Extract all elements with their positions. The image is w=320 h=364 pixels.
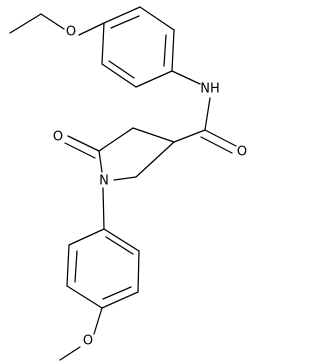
bond-lactam-o-b	[64, 142, 96, 159]
bond-n-aryl	[102, 187, 105, 230]
bond-ring-bot-3	[66, 285, 103, 309]
ether-oxygen-top-label: O	[66, 25, 76, 40]
bond-c5-n	[98, 150, 103, 173]
bond-ring-top-6	[101, 22, 105, 65]
lactam-carbonyl-oxygen-label: O	[53, 130, 63, 145]
bond-ring-top-1	[103, 6, 141, 24]
methoxy-oxygen-label: O	[83, 334, 93, 349]
amide-group	[171, 70, 237, 154]
bond-ring-top-3	[171, 29, 175, 72]
pyrrolidine-nitrogen-text: N	[99, 174, 109, 189]
amide-carbonyl-oxygen-label: O	[237, 145, 247, 160]
bond-ring-o-methoxy	[93, 307, 103, 335]
bond-lactam-o-a	[67, 135, 100, 152]
bond-ring-top-inner-1	[110, 15, 140, 29]
bond-carbonyl-o-a	[204, 129, 237, 147]
bond-ring-bot-5	[137, 250, 140, 293]
ether-oxygen-top-text: O	[66, 25, 76, 40]
bond-ring-top-4	[135, 70, 173, 88]
pyrrolidine-nitrogen-label: N	[99, 174, 109, 189]
phenyl-ring-top	[101, 6, 175, 88]
bond-ring-bot-inner-2	[102, 286, 132, 300]
bond-ch2-o	[40, 13, 65, 30]
amide-carbonyl-oxygen-text: O	[237, 145, 247, 160]
bond-ring-bot-inner-1	[74, 250, 78, 283]
structure-diagram: O NH O O N O	[9, 6, 247, 361]
bond-n-c2	[113, 176, 137, 181]
bond-c3-c4	[132, 127, 175, 143]
bond-ring-top-inner-2	[163, 34, 167, 67]
lactam-carbonyl-oxygen-text: O	[53, 130, 63, 145]
amide-nitrogen-label: NH	[200, 82, 220, 97]
bond-ring-top-2	[139, 6, 175, 31]
bond-ring-bot-inner-3	[105, 236, 134, 255]
bond-methyl-ch2	[9, 13, 42, 34]
pyrrolidinone-ring	[64, 127, 175, 181]
methoxy-oxygen-text: O	[83, 334, 93, 349]
bond-carbonyl-ring	[173, 129, 206, 143]
bond-o-methyl	[59, 346, 81, 361]
bond-ring-top-inner-3	[108, 60, 135, 79]
bond-o-ring	[78, 22, 105, 36]
bond-ring-nh	[171, 70, 201, 85]
methoxy-group	[59, 307, 103, 361]
bond-c2-c3	[135, 141, 175, 178]
bond-c4-c5	[98, 127, 134, 152]
bond-ring-bot-2	[66, 244, 70, 287]
ethoxy-group	[9, 13, 105, 36]
bond-nh-carbonyl	[204, 97, 211, 131]
bond-ring-bot-1	[68, 228, 105, 246]
bond-ring-top-5	[101, 63, 137, 88]
amide-nitrogen-text: NH	[200, 82, 220, 97]
bond-ring-bot-6	[103, 228, 140, 252]
bond-ring-bot-4	[101, 291, 139, 309]
phenyl-ring-bottom	[66, 187, 140, 309]
bond-carbonyl-o-b	[200, 136, 233, 154]
